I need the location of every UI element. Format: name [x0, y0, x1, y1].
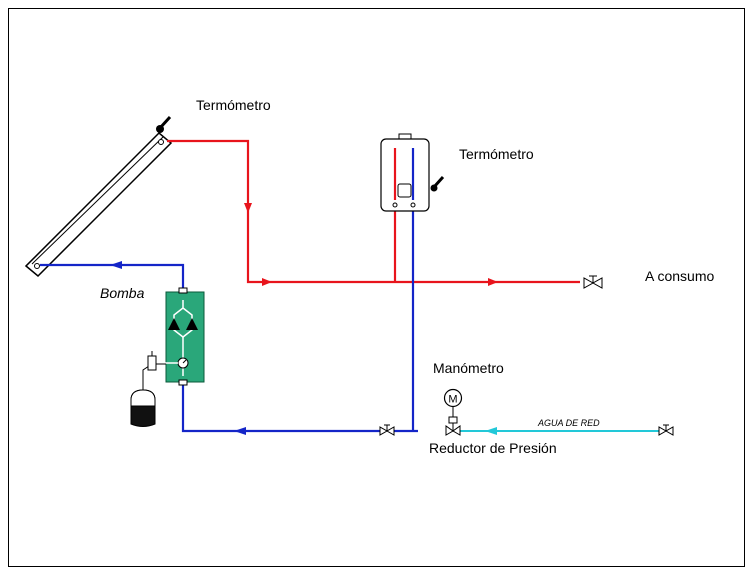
cold-valve-icon: [379, 424, 395, 436]
pressure-gauge-label: Manómetro: [433, 360, 504, 376]
mains-water-label: AGUA DE RED: [538, 418, 600, 428]
flow-arrow: [244, 203, 252, 213]
pump-station: [151, 287, 205, 386]
heater-thermometer-label: Termómetro: [459, 146, 534, 162]
outlet-valve-icon: [583, 275, 603, 289]
flow-arrow: [110, 261, 122, 269]
pressure-reducer-valve-icon: [445, 406, 461, 436]
water-heater: [380, 133, 430, 212]
collector-thermometer-icon: [156, 115, 172, 133]
cold-water-line: [40, 210, 418, 433]
heater-thermometer-icon: [430, 175, 445, 192]
mains-water-line: [459, 427, 659, 435]
consumption-label: A consumo: [645, 268, 715, 284]
diagram-frame: [8, 8, 745, 567]
pump-label: Bomba: [100, 285, 145, 301]
flow-arrow: [488, 278, 498, 286]
pressure-reducer-label: Reductor de Presión: [429, 440, 557, 456]
mains-valve-icon: [658, 424, 674, 436]
solar-collector: [24, 131, 173, 278]
gauge-symbol: M: [448, 394, 457, 406]
pressure-gauge-icon: M: [443, 388, 463, 408]
collector-thermometer-label: Termómetro: [196, 97, 271, 113]
expansion-tank: [130, 351, 166, 427]
flow-arrow: [234, 427, 246, 435]
flow-arrow: [262, 278, 272, 286]
hot-water-line: [167, 139, 580, 284]
